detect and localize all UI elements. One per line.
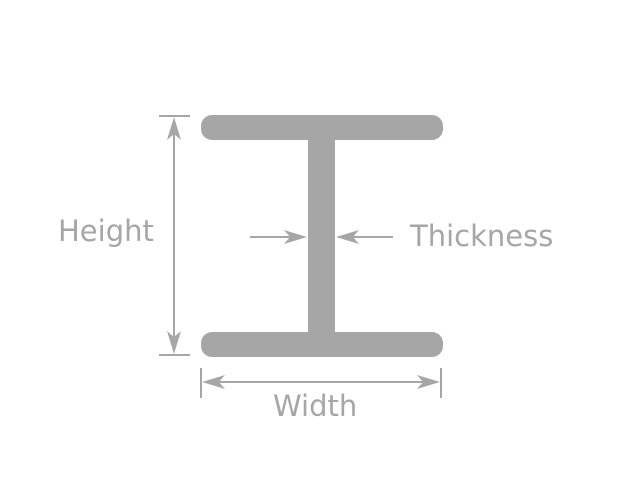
thickness-dimension: [250, 230, 393, 244]
thickness-arrow-right: [284, 230, 307, 244]
width-arrow-left: [202, 375, 225, 389]
width-label: Width: [273, 389, 357, 423]
thickness-label: Thickness: [409, 219, 553, 253]
thickness-arrow-left: [336, 230, 359, 244]
i-beam-shape: [201, 115, 443, 357]
height-arrow-up: [167, 117, 181, 140]
height-dimension: [159, 115, 190, 356]
height-arrow-down: [167, 331, 181, 354]
width-dimension: [200, 368, 442, 398]
web: [308, 135, 335, 340]
top-flange: [201, 115, 443, 140]
width-arrow-right: [417, 375, 440, 389]
bottom-flange: [201, 332, 443, 357]
height-label: Height: [58, 214, 154, 248]
